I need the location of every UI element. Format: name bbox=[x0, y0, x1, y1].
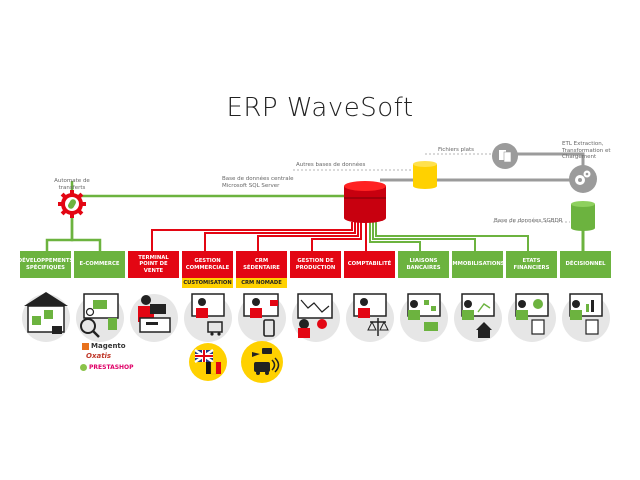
module-immobilisations[interactable]: IMMOBILISATIONS bbox=[450, 251, 505, 278]
module-crm-sedentaire[interactable]: CRM SÉDENTAIRE bbox=[236, 251, 287, 278]
files-icon bbox=[492, 143, 518, 169]
fichiers-plats-label: Fichiers plats bbox=[438, 147, 474, 153]
base-centrale-label: Base de données centrale Microsoft SQL S… bbox=[222, 176, 294, 189]
financial-statements-icon bbox=[515, 293, 549, 335]
banking-icon bbox=[407, 293, 441, 331]
assets-icon bbox=[461, 293, 495, 338]
database-icon bbox=[413, 161, 437, 189]
prestashop-logo: PRESTASHOP bbox=[80, 364, 134, 371]
pos-terminal-icon bbox=[138, 295, 171, 333]
diagram-title: ERP WaveSoft bbox=[226, 93, 414, 123]
crm-nomade-tag[interactable]: CRM NOMADE bbox=[236, 278, 287, 288]
flag-uk-icon bbox=[194, 348, 214, 364]
line-automate-right bbox=[70, 218, 102, 251]
module-etats-financiers[interactable]: ETATS FINANCIERS bbox=[506, 251, 557, 278]
prestashop-icon bbox=[80, 364, 87, 371]
decision-icon bbox=[569, 293, 603, 335]
magento-icon bbox=[82, 342, 89, 350]
sgbdr-label: Base de données SGBDR bbox=[494, 218, 563, 224]
accounting-icon bbox=[353, 293, 389, 336]
module-liaisons-bancaires[interactable]: LIAISONS BANCAIRES bbox=[398, 251, 449, 278]
etl-label: ETL Extraction, Transformation et Charge… bbox=[562, 141, 611, 160]
line-automate-db bbox=[70, 181, 345, 198]
flag-belgium-icon bbox=[206, 361, 221, 375]
line-automate-left bbox=[45, 218, 74, 251]
magento-logo: Magento bbox=[82, 342, 126, 350]
warehouse-icon bbox=[24, 292, 68, 334]
module-comptabilite[interactable]: COMPTABILITÉ bbox=[344, 251, 395, 278]
gear-icon bbox=[58, 190, 86, 218]
module-decisionnel[interactable]: DÉCISIONNEL bbox=[560, 251, 611, 278]
module-developpements[interactable]: DÉVELOPPEMENTS SPÉCIFIQUES bbox=[18, 251, 73, 278]
oxatis-logo: Oxatis bbox=[86, 352, 112, 360]
crm-screen-icon bbox=[243, 293, 279, 337]
database-icon bbox=[571, 201, 595, 231]
module-terminal[interactable]: TERMINAL POINT DE VENTE bbox=[128, 251, 179, 278]
gears-icon bbox=[569, 165, 597, 193]
production-icon bbox=[297, 293, 333, 338]
autres-bases-label: Autres bases de données bbox=[296, 162, 366, 168]
green-links bbox=[369, 222, 529, 251]
module-ecommerce[interactable]: E-COMMERCE bbox=[74, 251, 125, 278]
module-gestion-production[interactable]: GESTION DE PRODUCTION bbox=[290, 251, 341, 278]
sales-screen-icon bbox=[191, 293, 225, 336]
customisation-tag[interactable]: CUSTOMISATION bbox=[182, 278, 233, 288]
red-links bbox=[151, 222, 367, 251]
module-gestion-commerciale[interactable]: GESTION COMMERCIALE bbox=[182, 251, 233, 278]
shop-screen-icon bbox=[80, 293, 119, 338]
flags-icon bbox=[189, 343, 227, 381]
automate-label: Automate de transferts bbox=[54, 178, 90, 191]
module-illustrations bbox=[22, 292, 610, 342]
database-icon bbox=[344, 181, 386, 223]
nomad-icon bbox=[241, 341, 283, 383]
